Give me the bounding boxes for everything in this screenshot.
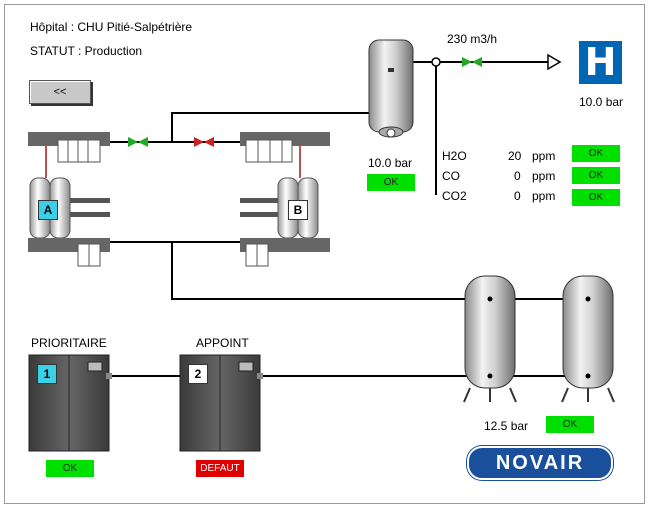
compressor-1-title: PRIORITAIRE	[31, 336, 107, 350]
status-text: STATUT : Production	[30, 44, 143, 58]
gas-name: H2O	[442, 149, 467, 163]
outlet-arrow-icon	[547, 53, 562, 71]
junction-node	[431, 57, 441, 67]
gas-value: 0	[514, 189, 521, 203]
synoptic-frame	[4, 4, 645, 504]
hospital-name: Hôpital : CHU Pitié-Salpétrière	[30, 20, 193, 34]
storage-tank-1	[463, 275, 517, 403]
outlet-pressure: 10.0 bar	[579, 95, 624, 109]
compressor-1-status: OK	[46, 460, 94, 477]
dryer-b-label[interactable]: B	[288, 200, 308, 220]
compressor-2-number[interactable]: 2	[188, 364, 208, 384]
back-button[interactable]: <<	[29, 80, 91, 104]
pipes	[108, 61, 590, 377]
flow-rate: 230 m3/h	[447, 32, 498, 46]
valve-open-left-icon	[128, 137, 148, 147]
main-tank-status: OK	[367, 174, 415, 191]
compressor-1-number[interactable]: 1	[37, 364, 57, 384]
gas-name: CO	[442, 169, 460, 183]
gas-name: CO2	[442, 189, 467, 203]
valve-closed-icon	[194, 137, 214, 147]
gas-unit: ppm	[532, 149, 556, 163]
compressor-2-status: DEFAUT	[196, 460, 244, 477]
gas-unit: ppm	[532, 169, 556, 183]
storage-status: OK	[546, 416, 594, 433]
main-tank	[368, 39, 414, 138]
storage-pressure: 12.5 bar	[484, 419, 529, 433]
valve-open-outlet-icon	[462, 57, 482, 67]
gas-status: OK	[572, 189, 620, 206]
storage-tank-2	[561, 275, 615, 403]
hospital-icon: H	[579, 41, 622, 84]
gas-status: OK	[572, 145, 620, 162]
gas-status: OK	[572, 167, 620, 184]
dryer-a	[28, 132, 110, 267]
dryer-a-label[interactable]: A	[38, 200, 58, 220]
novair-logo: NOVAIR	[467, 446, 613, 480]
main-tank-pressure: 10.0 bar	[368, 156, 413, 170]
gas-value: 20	[508, 149, 522, 163]
gas-value: 0	[514, 169, 521, 183]
compressor-2-title: APPOINT	[196, 336, 249, 350]
dryer-b	[240, 132, 330, 267]
gas-unit: ppm	[532, 189, 556, 203]
